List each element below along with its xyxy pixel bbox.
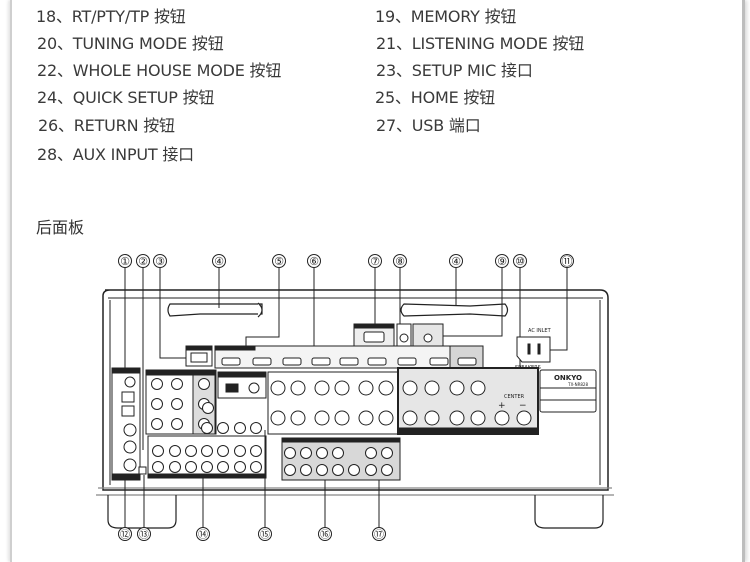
callout-5: ⑤ [272, 254, 286, 268]
antenna-inputs [217, 371, 267, 399]
svg-text:⑧: ⑧ [395, 255, 405, 268]
svg-text:⑮: ⑮ [260, 529, 270, 541]
list-item-23: 23、SETUP MIC 接口 [376, 61, 533, 80]
callout-9: ⑨ [495, 254, 509, 268]
svg-text:⑦: ⑦ [370, 255, 380, 268]
callout-2: ② [136, 254, 150, 268]
list-item-25: 25、HOME 按钮 [375, 88, 495, 107]
list-item-22: 22、WHOLE HOUSE MODE 按钮 [37, 61, 282, 80]
callout-17: ⑰ [372, 527, 386, 541]
svg-text:⑰: ⑰ [374, 529, 384, 541]
list-item-26: 26、RETURN 按钮 [38, 116, 175, 135]
svg-text:CENTER: CENTER [504, 394, 525, 400]
callout-11: ⑪ [560, 254, 574, 268]
callout-8: ⑧ [393, 254, 407, 268]
svg-text:SPEAKERS: SPEAKERS [515, 365, 541, 371]
svg-text:②: ② [138, 255, 148, 268]
svg-text:③: ③ [155, 255, 165, 268]
svg-text:AC INLET: AC INLET [528, 328, 552, 334]
svg-text:+: + [498, 401, 506, 411]
callout-15: ⑮ [258, 527, 272, 541]
svg-text:⑫: ⑫ [120, 529, 130, 541]
list-item-18: 18、RT/PTY/TP 按钮 [36, 7, 186, 26]
svg-text:TX-NR828: TX-NR828 [567, 382, 588, 387]
svg-text:⑩: ⑩ [515, 255, 525, 268]
ir-port [396, 323, 412, 347]
callout-4a: ④ [212, 254, 226, 268]
svg-text:④: ④ [451, 255, 461, 268]
svg-text:⑪: ⑪ [562, 255, 573, 268]
svg-text:−: − [519, 401, 527, 411]
remote-interactive-port [412, 323, 444, 347]
rear-panel-diagram: ① ② ③ ④ ⑤ ⑥ ⑦ ⑧ ④ ⑨ ⑩ ⑪ [96, 254, 614, 541]
callout-16: ⑯ [318, 527, 332, 541]
list-item-20: 20、TUNING MODE 按钮 [37, 34, 224, 53]
svg-text:ONKYO: ONKYO [554, 374, 582, 382]
svg-text:⑬: ⑬ [139, 529, 149, 541]
rs232-port [353, 323, 395, 347]
list-item-28: 28、AUX INPUT 接口 [37, 145, 194, 164]
list-item-19: 19、MEMORY 按钮 [375, 7, 517, 26]
hdmi-inputs [214, 345, 484, 369]
svg-text:⑭: ⑭ [198, 529, 208, 541]
callout-13: ⑬ [137, 527, 151, 541]
svg-text:④: ④ [214, 255, 224, 268]
callout-3: ③ [153, 254, 167, 268]
list-item-24: 24、QUICK SETUP 按钮 [37, 88, 215, 107]
audio-video-inputs [147, 402, 267, 479]
wireless-antenna-left [167, 302, 263, 318]
callout-12: ⑫ [118, 527, 132, 541]
svg-text:⑥: ⑥ [309, 255, 319, 268]
callout-1: ① [118, 254, 132, 268]
ac-inlet: AC INLET [516, 328, 552, 363]
pre-out-line-out [281, 437, 401, 481]
wireless-antenna-right [400, 303, 509, 317]
list-item-27: 27、USB 端口 [376, 116, 481, 135]
svg-text:①: ① [120, 255, 130, 268]
ethernet-port [185, 345, 213, 367]
svg-text:⑯: ⑯ [320, 529, 330, 541]
svg-text:⑨: ⑨ [497, 255, 507, 268]
callout-4b: ④ [449, 254, 463, 268]
callout-14: ⑭ [196, 527, 210, 541]
brand-plate: ONKYO TX-NR828 [539, 369, 597, 413]
speaker-terminals: CENTER + − SPEAKERS [267, 365, 541, 435]
callout-7: ⑦ [368, 254, 382, 268]
callout-10: ⑩ [513, 254, 527, 268]
digital-audio-panel [111, 367, 147, 481]
callout-6: ⑥ [307, 254, 321, 268]
list-item-21: 21、LISTENING MODE 按钮 [376, 34, 585, 53]
section-title: 后面板 [36, 218, 85, 237]
svg-text:⑤: ⑤ [274, 255, 284, 268]
